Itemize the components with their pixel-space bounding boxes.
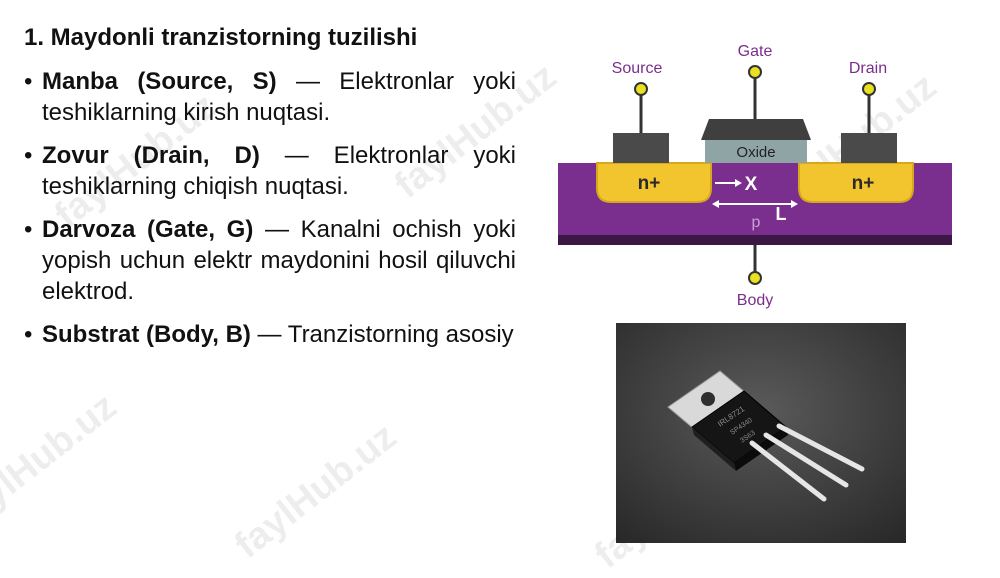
drain-contact xyxy=(841,133,897,163)
bullet-term: Manba (Source, S) xyxy=(42,68,277,95)
bullet-item: •Darvoza (Gate, G) — Kanalni ochish yoki… xyxy=(24,216,516,305)
bullet-text: — Tranzistorning asosiy xyxy=(250,321,514,348)
bullet-item: •Substrat (Body, B) — Tranzistorning aso… xyxy=(24,321,514,348)
n-well-right xyxy=(798,162,914,203)
oxide-label: Oxide xyxy=(736,144,775,161)
n-plus-right-label: n+ xyxy=(852,173,875,194)
bullet-text: — Kanalni ochish yoki yopish uchun elekt… xyxy=(42,216,516,305)
source-label: Source xyxy=(612,60,663,77)
slide-title: 1. Maydonli tranzistorning tuzilishi xyxy=(24,24,418,51)
p-label: p xyxy=(752,214,761,231)
lead-1 xyxy=(749,440,827,502)
bullet-list: •Manba (Source, S) — Elektronlar yoki te… xyxy=(24,66,516,362)
gate-electrode xyxy=(701,119,811,140)
bullet-text: — Elektronlar yoki teshiklarning chiqish… xyxy=(42,142,516,200)
drain-label: Drain xyxy=(849,60,887,77)
oxide-layer xyxy=(705,140,807,163)
bullet-term: Substrat (Body, B) xyxy=(42,321,251,348)
bullet-term: Zovur (Drain, D) xyxy=(42,142,260,169)
lead-3 xyxy=(776,423,865,472)
drain-terminal xyxy=(862,82,876,96)
bullet-term: Darvoza (Gate, G) xyxy=(42,216,254,243)
lead-2 xyxy=(763,432,849,488)
gate-terminal xyxy=(748,65,762,79)
l-label: L xyxy=(776,204,787,224)
bullet-text: — Elektronlar yoki teshiklarning kirish … xyxy=(42,68,516,126)
n-well-left xyxy=(596,162,712,203)
body-terminal xyxy=(748,271,762,285)
bullet-item: •Zovur (Drain, D) — Elektronlar yoki tes… xyxy=(24,142,516,200)
source-contact xyxy=(613,133,669,163)
transistor-photo: IRL8721 SP4340 3S63 xyxy=(616,323,906,543)
n-plus-left-label: n+ xyxy=(638,173,661,194)
body-label: Body xyxy=(737,292,773,309)
mosfet-diagram: Source Gate Drain Body Oxide n+ n+ X L p xyxy=(558,43,952,309)
source-terminal xyxy=(634,82,648,96)
watermark: faylHub.uz xyxy=(227,415,405,567)
x-label: X xyxy=(745,174,758,195)
bullet-item: •Manba (Source, S) — Elektronlar yoki te… xyxy=(24,68,516,126)
gate-label: Gate xyxy=(738,43,773,60)
watermark: faylHub.uz xyxy=(0,385,125,537)
